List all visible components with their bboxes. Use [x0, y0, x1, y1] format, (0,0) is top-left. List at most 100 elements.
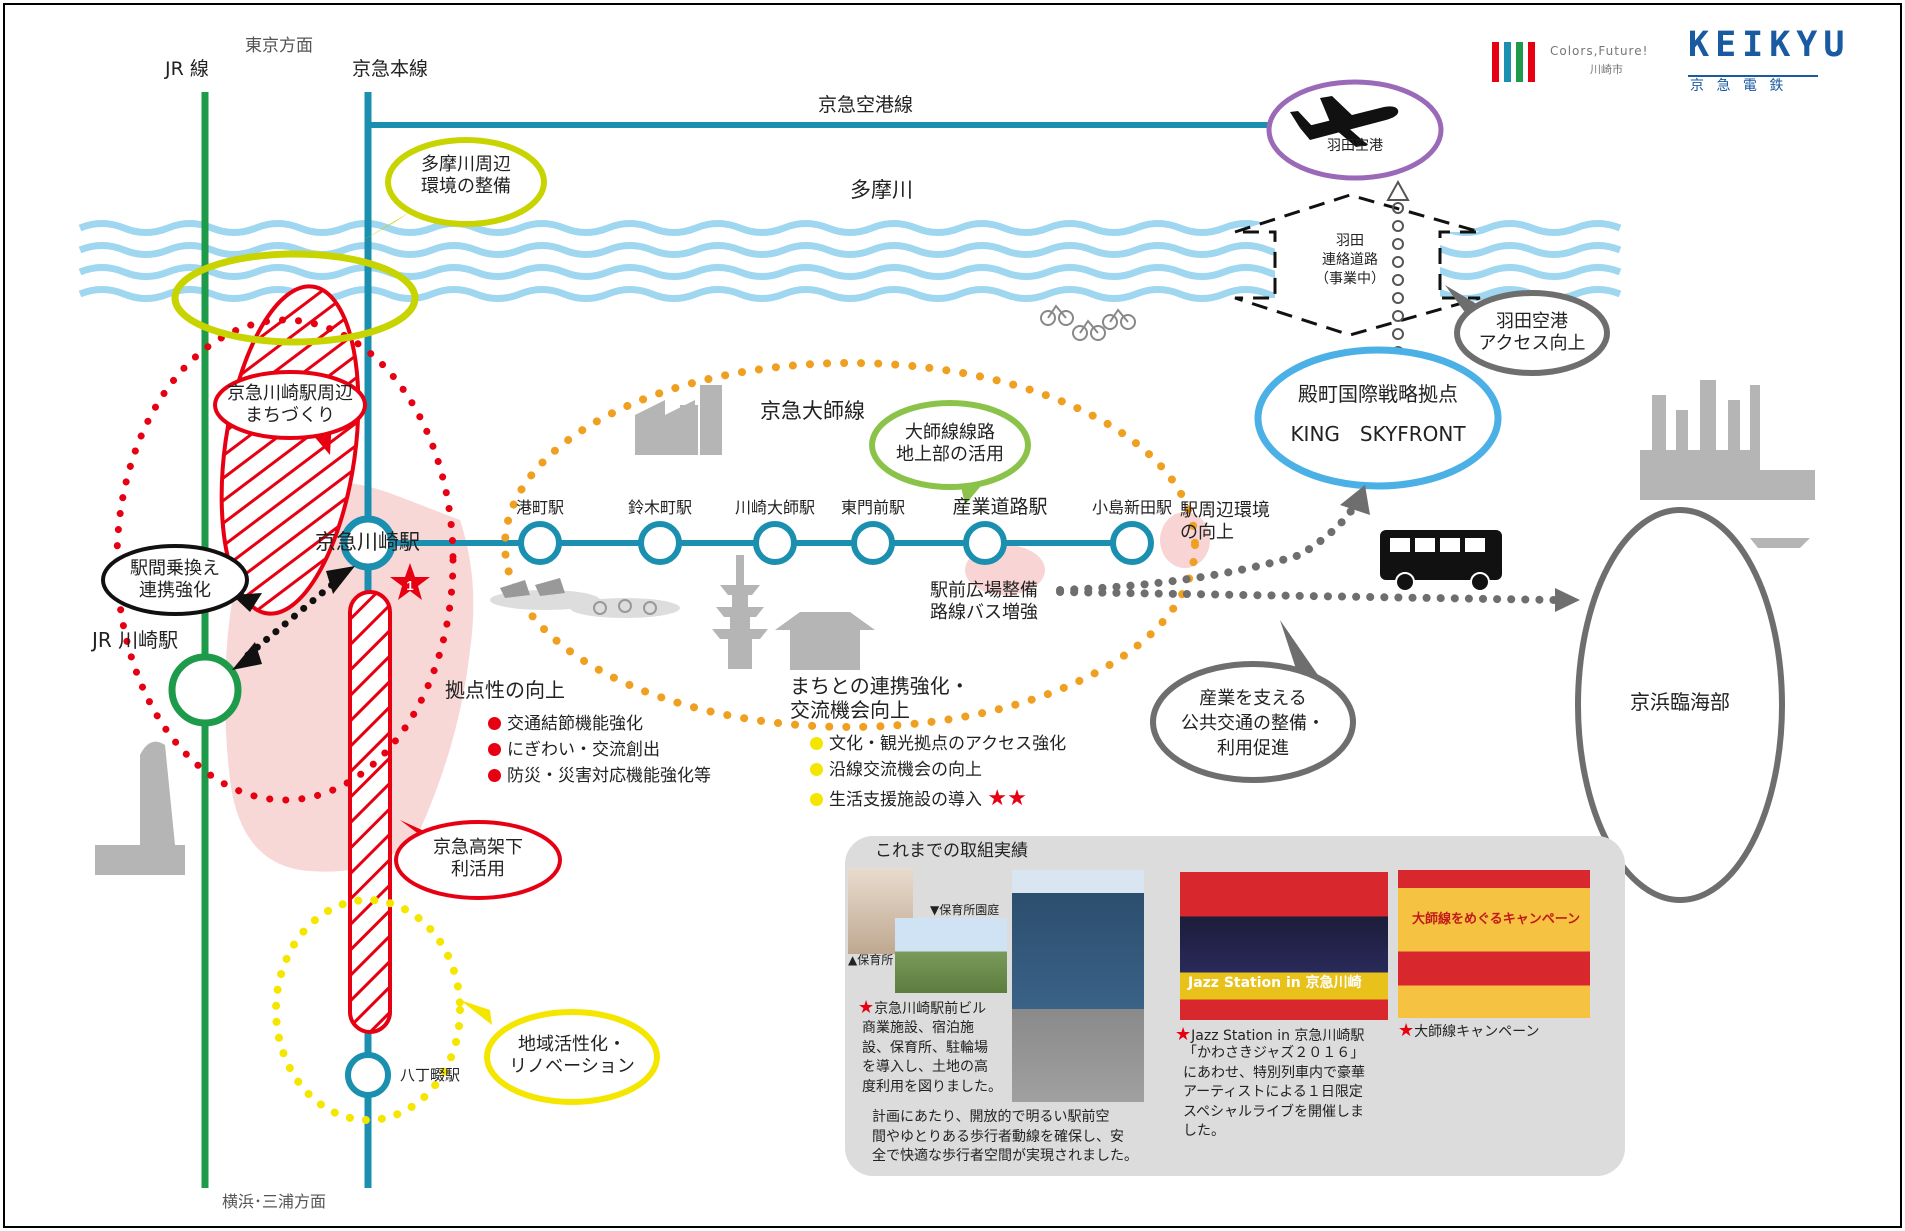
pagoda-icon — [712, 555, 768, 669]
town-item: 生活支援施設の導入 ★★ — [810, 786, 1027, 812]
sangyodoro-station-marker — [963, 521, 1007, 565]
jazz-station-poster: Jazz Station in 京急川崎 — [1180, 872, 1388, 1020]
star-3-icon: ★ — [1398, 1020, 1415, 1041]
item1-note: 計画にあたり、開放的で明るい駅前空 間やゆとりある歩行者動線を確保し、安 全で快… — [872, 1109, 1138, 1165]
haneda-airport-oval — [1266, 79, 1444, 181]
daishi-dotted-boundary — [501, 359, 1199, 731]
keihin-label: 京浜臨海部 — [1630, 690, 1730, 714]
jazz-poster-text: Jazz Station in 京急川崎 — [1188, 975, 1362, 991]
kojimashinden-station-label: 小島新田駅 — [1091, 498, 1173, 517]
callout-transfer-text: 駅間乗換え 連携強化 — [130, 558, 220, 601]
ship-icon — [1750, 538, 1810, 548]
callout-transfer-bubble — [101, 544, 249, 616]
keikyu-main-line-label: 京急本線 — [352, 58, 429, 80]
keikyu-logo-jp: 京 急 電 鉄 — [1690, 78, 1788, 94]
direction-yokohama: 横浜･三浦方面 — [222, 1192, 327, 1211]
jr-kawasaki-station-marker — [168, 653, 242, 727]
nursery-garden-caption: ▼保育所園庭 — [930, 903, 1000, 917]
kawasaki-city-name: 川崎市 — [1590, 63, 1623, 76]
hatchonawate-station-marker — [345, 1052, 391, 1098]
town-item-text: 沿線交流機会の向上 — [829, 760, 982, 780]
hub-item: 防災・災害対応機能強化等 — [488, 766, 711, 786]
callout-viaduct-bubble — [394, 820, 562, 900]
callout-tail — [360, 212, 410, 242]
horse-race-icon — [490, 578, 600, 610]
callout-public-transport-text: 産業を支える 公共交通の整備・ 利用促進 — [1181, 688, 1325, 760]
star-1-icon: ★ — [858, 997, 875, 1018]
item2-body: 「かわさきジャズ２０１６」 にあわせ、特別列車内で豪華 アーティストによる１日限… — [1183, 1045, 1365, 1140]
bullet-icon — [810, 763, 823, 776]
star-2-icon: ★ — [987, 786, 1008, 811]
kawasaki-city-logo-icon — [1492, 42, 1535, 82]
airplane-icon — [1290, 96, 1399, 147]
hub-item-text: にぎわい・交流創出 — [507, 740, 660, 760]
item3-title-text: 大師線キャンペーン — [1414, 1024, 1540, 1040]
item2-title-text: Jazz Station in 京急川崎駅 — [1191, 1028, 1365, 1044]
callout-viaduct-text: 京急高架下 利活用 — [433, 837, 523, 880]
kawasaki-daishi-station-marker — [753, 521, 797, 565]
item3-title: ★大師線キャンペーン — [1398, 1020, 1539, 1042]
frame — [3, 3, 1902, 1228]
temple-icon — [775, 612, 875, 670]
town-item: 文化・観光拠点のアクセス強化 — [810, 734, 1066, 754]
bullet-icon — [810, 793, 823, 806]
suzukicho-station-marker — [638, 521, 682, 565]
sangyodoro-station-label: 産業道路駅 — [952, 496, 1048, 518]
daishi-campaign-poster: 大師線をめぐるキャンペーン — [1398, 870, 1590, 1018]
bus-icon — [1380, 530, 1502, 592]
callout-tamagawa-text: 多摩川周辺 環境の整備 — [421, 154, 511, 197]
bullet-icon — [488, 769, 501, 782]
kojimashinden-area-highlight — [1160, 512, 1210, 568]
arrow-to-tonomachi-icon — [1340, 485, 1370, 515]
callout-tamagawa-bubble — [385, 137, 547, 227]
item1-title-text: 京急川崎駅前ビル — [874, 1001, 987, 1017]
keikyu-kawasaki-station-marker — [340, 515, 396, 571]
renovation-dotted-boundary — [272, 896, 464, 1124]
station-env-label: 駅周辺環境 の向上 — [1180, 500, 1270, 543]
callout-station-area-bubble — [213, 370, 367, 440]
jr-line-label: JR 線 — [165, 58, 209, 80]
star-2-icon: ★ — [1175, 1024, 1192, 1045]
haneda-road-arrow-icon — [1386, 179, 1410, 201]
keikyu-logo-en: KEIKYU — [1688, 25, 1851, 65]
higashimonzen-station-marker — [851, 521, 895, 565]
haneda-road-label: 羽田 連絡道路 （事業中） — [1315, 233, 1385, 287]
bicycle-icon — [1040, 304, 1136, 341]
star-3-icon: ★ — [1007, 786, 1027, 811]
kojimashinden-station-marker — [1110, 521, 1154, 565]
callout-daishi-surface-bubble — [869, 400, 1031, 490]
bullet-icon — [488, 717, 501, 730]
svg-text:1: 1 — [406, 578, 413, 593]
keihin-oval — [1575, 507, 1785, 903]
tamagawa-river-label: 多摩川 — [850, 178, 913, 202]
achievements-title: これまでの取組実績 — [875, 841, 1028, 861]
station-area-hatched — [219, 284, 361, 616]
haneda-airport-label: 羽田空港 — [1327, 138, 1383, 154]
project-1-star-icon — [390, 563, 430, 600]
river-env-ellipse — [171, 250, 419, 346]
building-icon — [95, 741, 185, 875]
nursery-caption: ▲保育所 — [848, 953, 894, 967]
daishi-poster-text: 大師線をめぐるキャンペーン — [1412, 912, 1581, 927]
callout-renovation-bubble — [484, 1009, 660, 1105]
direction-tokyo: 東京方面 — [245, 36, 313, 56]
plaza-label: 駅前広場整備 路線バス増強 — [930, 580, 1038, 623]
hatchonawate-station-label: 八丁畷駅 — [400, 1066, 461, 1084]
suzukicho-station-label: 鈴木町駅 — [627, 498, 693, 517]
haneda-road-dashed-box — [1234, 193, 1481, 337]
transfer-arrow-head-icon — [232, 642, 262, 670]
town-item: 沿線交流機会の向上 — [810, 760, 982, 780]
hub-item: にぎわい・交流創出 — [488, 740, 660, 760]
bicycle-race-icon — [570, 598, 680, 618]
callout-tail — [1280, 620, 1320, 678]
item1-body: 商業施設、宿泊施 設、保育所、駐輪場 を導入し、土地の高 度利用を図りました。 — [862, 1020, 1002, 1095]
nursery-garden-photo — [895, 918, 1007, 993]
industrial-skyline-icon — [1640, 380, 1815, 500]
viaduct-hatched — [348, 590, 392, 1034]
bus-route-to-keihin — [1056, 588, 1559, 604]
station-building-photo — [1012, 870, 1144, 1102]
factory-icon — [635, 385, 722, 455]
tonomachi-oval — [1254, 346, 1502, 490]
keikyu-airport-line-label: 京急空港線 — [818, 94, 914, 116]
